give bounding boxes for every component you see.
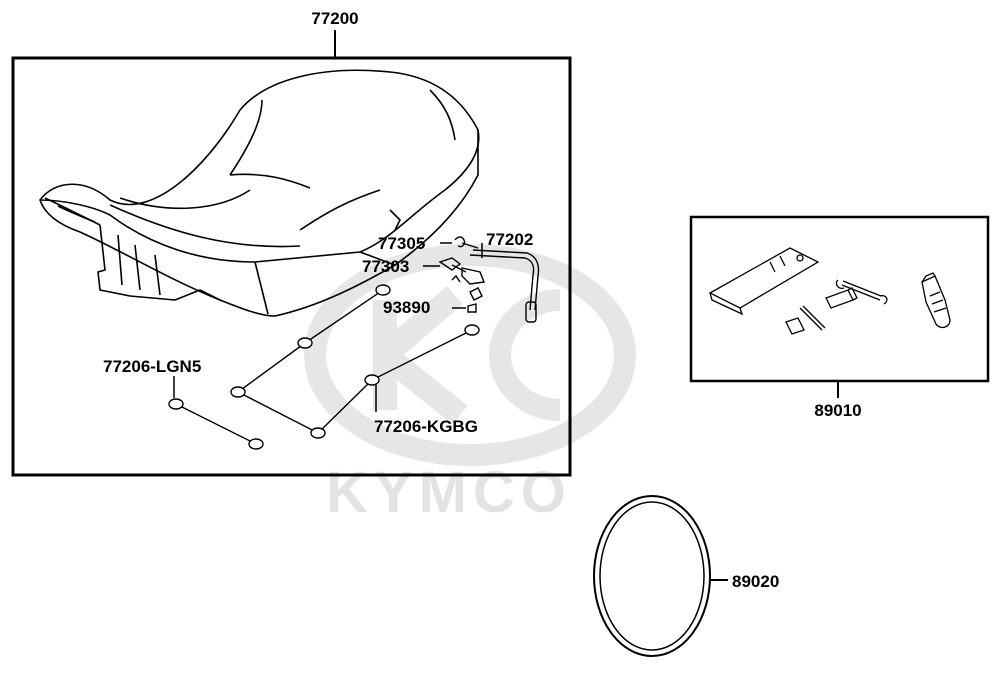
latch-rod-label: 77202 — [486, 230, 533, 249]
clip-icon — [451, 274, 483, 313]
tool-kit-icon — [708, 247, 951, 335]
clip-label: 93890 — [383, 298, 430, 317]
cushion-set-icon — [168, 284, 480, 450]
tool-kit-label: 89010 — [814, 401, 861, 420]
spring-label: 77305 — [378, 234, 425, 253]
tool-kit-frame — [689, 215, 990, 383]
band-inner-icon — [599, 501, 705, 651]
latch-rod-icon — [469, 249, 540, 323]
cushion-lgn5-label: 77206-LGN5 — [103, 357, 201, 376]
band-outer-icon — [593, 495, 711, 657]
seat-assembly-label: 77200 — [311, 9, 358, 28]
latch-bracket-icon — [438, 257, 485, 285]
tool-kit-group: 89010 — [689, 215, 990, 420]
spring-icon — [454, 236, 479, 249]
latch-bracket-label: 77303 — [362, 257, 409, 276]
seat-icon — [39, 69, 480, 317]
band-group: 89020 — [593, 495, 779, 657]
seat-assembly-group: 77200 — [11, 9, 572, 477]
watermark-c — [489, 289, 561, 421]
band-label: 89020 — [732, 572, 779, 591]
watermark-k — [373, 285, 468, 425]
watermark-text: KYMCO — [326, 460, 572, 525]
seat-assembly-frame — [11, 56, 572, 477]
cushion-kgbg-label: 77206-KGBG — [374, 417, 478, 436]
